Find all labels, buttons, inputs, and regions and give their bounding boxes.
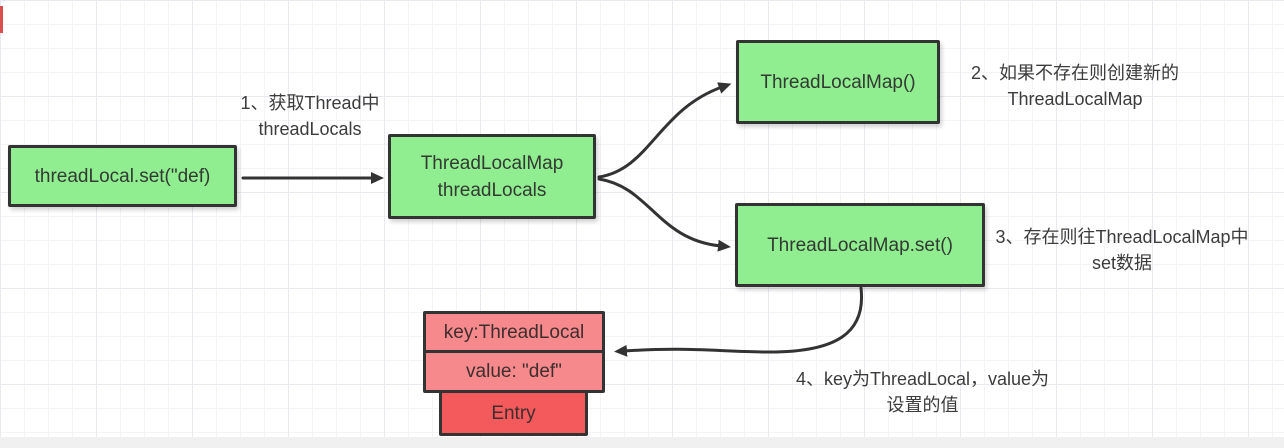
- node-entry-key-label: key:ThreadLocal: [443, 321, 585, 343]
- annotation-step2-line2: ThreadLocalMap: [1007, 89, 1143, 109]
- annotation-step2: 2、如果不存在则创建新的 ThreadLocalMap: [925, 60, 1225, 112]
- node-entry-label: Entry: [491, 402, 536, 424]
- annotation-step3: 3、存在则往ThreadLocalMap中 set数据: [960, 224, 1284, 276]
- node-threadlocal-set: threadLocal.set("def): [8, 145, 237, 207]
- bottom-strip: [0, 437, 1284, 448]
- node-entry-value: value: "def": [423, 350, 605, 393]
- node-threadlocalmap-new-label: ThreadLocalMap(): [760, 71, 916, 93]
- node-threadlocals-line2: threadLocals: [437, 179, 547, 201]
- node-threadlocals: ThreadLocalMap threadLocals: [388, 134, 596, 219]
- node-entry-key: key:ThreadLocal: [423, 311, 605, 353]
- annotation-step1: 1、获取Thread中 threadLocals: [200, 90, 420, 142]
- node-threadlocalmap-set: ThreadLocalMap.set(): [735, 203, 985, 287]
- annotation-step4-line2: 设置的值: [886, 395, 959, 415]
- annotation-step3-line2: set数据: [1091, 253, 1152, 273]
- left-edge-red-mark: [0, 6, 3, 33]
- annotation-step2-line1: 2、如果不存在则创建新的: [970, 63, 1179, 83]
- annotation-step4-line1: 4、key为ThreadLocal，value为: [795, 369, 1050, 389]
- annotation-step1-line2: threadLocals: [258, 119, 362, 139]
- node-threadlocals-line1: ThreadLocalMap: [420, 152, 564, 174]
- node-threadlocalmap-new: ThreadLocalMap(): [736, 40, 940, 124]
- annotation-step4: 4、key为ThreadLocal，value为 设置的值: [765, 366, 1080, 418]
- annotation-step1-line1: 1、获取Thread中: [240, 93, 380, 113]
- node-threadlocalmap-set-label: ThreadLocalMap.set(): [767, 234, 953, 256]
- node-entry-value-label: value: "def": [466, 361, 562, 382]
- node-threadlocal-set-label: threadLocal.set("def): [34, 165, 211, 187]
- node-entry: Entry: [439, 390, 588, 436]
- annotation-step3-line1: 3、存在则往ThreadLocalMap中: [995, 227, 1249, 247]
